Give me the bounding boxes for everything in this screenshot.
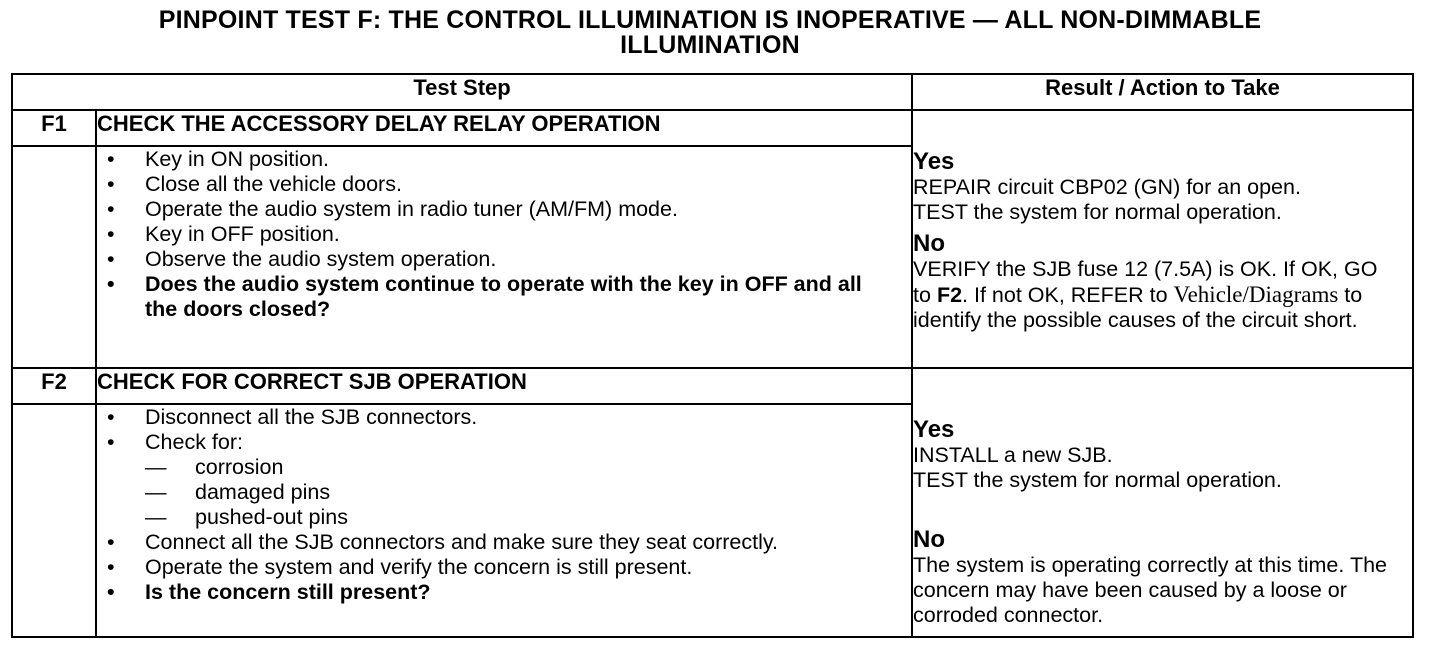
list-item: • Check for: — corrosion — damaged pins — pu…: [97, 430, 911, 530]
check-item-text: pushed-out pins: [195, 505, 348, 529]
step-title: CHECK THE ACCESSORY DELAY RELAY OPERATIO…: [94, 109, 914, 147]
pinpoint-test-table: Test Step Result / Action to Take F1 CHE…: [10, 73, 1415, 638]
list-item-text: Key in OFF position.: [145, 222, 340, 246]
check-item-text: corrosion: [195, 455, 284, 479]
step-bullet-list: • Key in ON position. • Close all the vehi…: [97, 147, 911, 322]
result-yes-line: TEST the system for normal operation.: [913, 468, 1282, 492]
result-no-text-part: . If not OK, REFER to: [962, 283, 1168, 307]
result-no-label: No: [913, 230, 946, 257]
bullet-icon: •: [107, 172, 115, 196]
step-f1-result: Yes REPAIR circuit CBP02 (GN) for an ope…: [911, 109, 1415, 369]
bullet-icon: •: [107, 147, 115, 171]
list-item: • Observe the audio system operation.: [97, 247, 911, 272]
list-item: • Close all the vehicle doors.: [97, 172, 911, 197]
list-item: • Operate the audio system in radio tuner…: [97, 197, 911, 222]
bullet-icon: •: [107, 222, 115, 246]
step-title: CHECK FOR CORRECT SJB OPERATION: [94, 367, 914, 405]
dash-icon: —: [145, 480, 167, 504]
list-item-text: Observe the audio system operation.: [145, 247, 497, 271]
list-item: • Operate the system and verify the conce…: [97, 555, 911, 580]
list-item-question: • Does the audio system continue to opera…: [97, 272, 911, 322]
list-item-text: Key in ON position.: [145, 147, 330, 171]
check-item: — corrosion: [145, 455, 911, 480]
step-f1-title-row: F1 CHECK THE ACCESSORY DELAY RELAY OPERA…: [11, 109, 1415, 369]
list-item: • Key in ON position.: [97, 147, 911, 172]
result-no-text: VERIFY the SJB fuse 12 (7.5A) is OK. If …: [913, 257, 1383, 333]
step-bullet-list: • Disconnect all the SJB connectors. • Che…: [97, 405, 911, 605]
check-item: — damaged pins: [145, 480, 911, 505]
result-yes-line: TEST the system for normal operation.: [913, 200, 1282, 224]
title-line-1: PINPOINT TEST F: THE CONTROL ILLUMINATIO…: [158, 6, 1262, 34]
vehicle-diagrams-ref: Vehicle/Diagrams: [1173, 282, 1339, 307]
question-text: Is the concern still present?: [145, 580, 431, 604]
bullet-icon: •: [107, 580, 115, 604]
step-id-blank: [11, 145, 97, 369]
step-id-blank: [11, 403, 97, 638]
result-no-text-part: VERIFY the SJB fuse 12 (7.5A) is OK. If …: [913, 257, 1378, 307]
step-id: F1: [11, 109, 97, 147]
dash-icon: —: [145, 455, 167, 479]
result-no-text: The system is operating correctly at thi…: [913, 553, 1387, 627]
step-f2-result: Yes INSTALL a new SJB. TEST the system f…: [911, 367, 1415, 638]
step-f1-content-row: • Key in ON position. • Close all the vehi…: [11, 145, 1413, 369]
bullet-icon: •: [107, 247, 115, 271]
question-text: Does the audio system continue to operat…: [145, 272, 862, 321]
step-id: F2: [11, 367, 97, 405]
list-item-text: Operate the audio system in radio tuner …: [145, 197, 678, 221]
result-yes-line: INSTALL a new SJB.: [913, 443, 1113, 467]
step-f2-content: • Disconnect all the SJB connectors. • Che…: [94, 403, 914, 638]
list-item-text: Disconnect all the SJB connectors.: [145, 405, 478, 429]
page-title: PINPOINT TEST F: THE CONTROL ILLUMINATIO…: [0, 8, 1420, 58]
check-item-text: damaged pins: [195, 480, 331, 504]
list-item-text: Operate the system and verify the concer…: [145, 555, 693, 579]
list-item-text: Close all the vehicle doors.: [145, 172, 402, 196]
result-yes-line: REPAIR circuit CBP02 (GN) for an open.: [913, 175, 1301, 199]
dash-icon: —: [145, 505, 167, 529]
result-no-text-part: to identify the possible causes of the c…: [913, 283, 1363, 332]
title-line-2: ILLUMINATION: [620, 31, 800, 59]
header-row: Test Step Result / Action to Take: [10, 73, 1415, 111]
check-item: — pushed-out pins: [145, 505, 911, 530]
step-f1-content: • Key in ON position. • Close all the vehi…: [94, 145, 914, 369]
step-f2-title-row: F2 CHECK FOR CORRECT SJB OPERATION Yes I…: [11, 367, 1415, 638]
result-yes-label: Yes: [913, 148, 955, 175]
list-item-text: Connect all the SJB connectors and make …: [145, 530, 778, 554]
list-item: • Disconnect all the SJB connectors.: [97, 405, 911, 430]
list-item-question: • Is the concern still present?: [97, 580, 911, 605]
header-test-step: Test Step: [10, 73, 914, 111]
bullet-icon: •: [107, 555, 115, 579]
bullet-icon: •: [107, 197, 115, 221]
list-item-text: Check for:: [145, 430, 243, 454]
bullet-icon: •: [107, 530, 115, 554]
goto-step-ref: F2: [936, 283, 963, 307]
bullet-icon: •: [107, 272, 115, 296]
list-item: • Key in OFF position.: [97, 222, 911, 247]
bullet-icon: •: [107, 405, 115, 429]
check-for-list: — corrosion — damaged pins — pushed-out pin…: [145, 455, 911, 530]
bullet-icon: •: [107, 430, 115, 454]
result-yes-label: Yes: [913, 416, 955, 443]
step-f2-content-row: • Disconnect all the SJB connectors. • Che…: [11, 403, 1413, 638]
result-no-label: No: [913, 526, 946, 553]
header-result: Result / Action to Take: [911, 73, 1415, 111]
list-item: • Connect all the SJB connectors and make…: [97, 530, 911, 555]
